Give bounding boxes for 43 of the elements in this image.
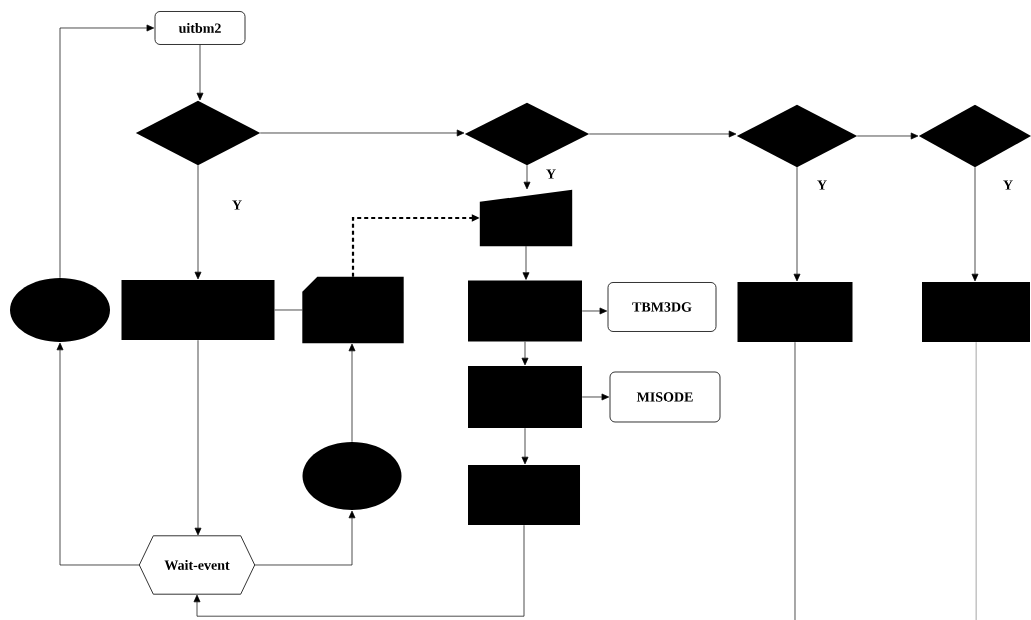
arrow	[793, 166, 801, 282]
arrow	[59, 24, 155, 279]
arrow	[193, 524, 525, 617]
subroutine-box: TBM3DG	[607, 282, 717, 332]
subroutine-box: MISODE	[609, 371, 721, 423]
edge-label: Y	[230, 199, 244, 211]
arrow	[259, 129, 465, 137]
process-box	[468, 280, 582, 342]
arrow	[348, 343, 356, 443]
decision-diamond	[736, 104, 858, 168]
decision-diamond	[135, 100, 261, 166]
arrow	[856, 132, 919, 140]
punched-card-shape	[302, 276, 404, 344]
arrow	[971, 166, 979, 282]
arrow	[196, 44, 204, 101]
arrow	[581, 393, 610, 401]
connector-line	[794, 341, 796, 620]
arrow	[581, 307, 608, 315]
subroutine-box: uitbm2	[154, 11, 246, 45]
arrow	[523, 164, 531, 190]
process-box	[737, 282, 853, 342]
decision-diamond	[464, 102, 590, 166]
edge-label: Y	[544, 168, 558, 180]
edge-label: Y	[1001, 179, 1015, 191]
arrow	[588, 130, 737, 138]
process-box	[468, 465, 580, 525]
arrow	[56, 342, 140, 566]
arrow	[254, 510, 356, 566]
decision-diamond	[918, 104, 1031, 168]
process-box	[121, 280, 275, 340]
arrow	[521, 341, 529, 366]
arrow	[521, 427, 529, 465]
process-box	[468, 366, 582, 428]
arrow	[522, 245, 530, 280]
terminal-ellipse	[10, 278, 110, 342]
connector-line	[274, 309, 303, 311]
arrow	[194, 164, 202, 280]
preparation-hexagon: Wait-event	[138, 535, 256, 595]
arrow	[194, 339, 202, 536]
edge-label: Y	[815, 179, 829, 191]
manual-input-shape	[479, 189, 573, 247]
terminal-ellipse	[302, 442, 402, 510]
process-box	[922, 282, 1030, 342]
